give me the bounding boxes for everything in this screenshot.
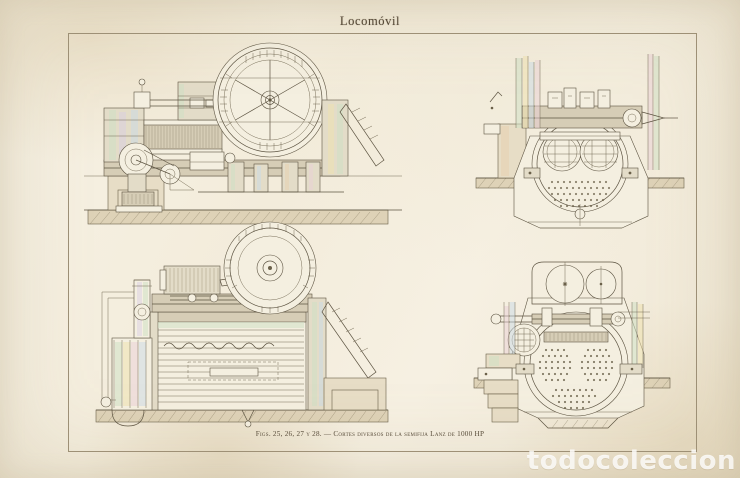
figure-26-front-end-view — [472, 46, 688, 236]
plate-border-frame — [68, 33, 697, 452]
figure-27-boiler-longitudinal-section — [92, 221, 392, 430]
figure-caption: Figs. 25, 26, 27 y 28. — Cortes diversos… — [255, 430, 485, 438]
figure-25-longitudinal-elevation-engine — [78, 40, 408, 240]
page-title: Locomóvil — [339, 14, 401, 28]
figure-28-rear-tube-plate-view — [472, 258, 672, 430]
